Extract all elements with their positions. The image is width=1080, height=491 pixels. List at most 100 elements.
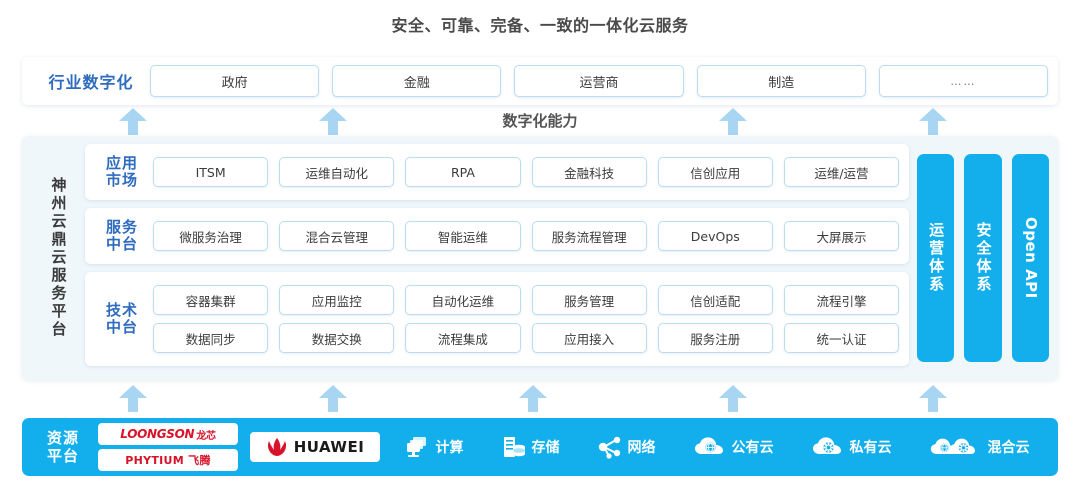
- chip-container-cluster[interactable]: 容器集群: [153, 285, 269, 315]
- chip-automated-ops[interactable]: 自动化运维: [405, 285, 521, 315]
- chip-process-engine[interactable]: 流程引擎: [783, 285, 900, 315]
- resource-item-hybrid-cloud[interactable]: 混合云: [929, 435, 1030, 459]
- up-arrow-icon: [119, 108, 147, 135]
- chip-service-registry[interactable]: 服务注册: [657, 323, 773, 353]
- chip-app-monitoring[interactable]: 应用监控: [279, 285, 395, 315]
- compute-icon: [406, 437, 426, 457]
- chip-rpa[interactable]: RPA: [405, 157, 521, 187]
- huawei-logo-text: HUAWEI: [293, 438, 365, 456]
- chip-process-integration[interactable]: 流程集成: [405, 323, 521, 353]
- tier-service-midplatform: 服务 中台 微服务治理 混合云管理 智能运维 服务流程管理 DevOps 大屏展…: [85, 208, 909, 264]
- chip-large-screen-display[interactable]: 大屏展示: [783, 221, 900, 251]
- up-arrow-icon: [919, 108, 947, 135]
- up-arrow-icon: [319, 108, 347, 135]
- tier-label-line1: 应用: [105, 153, 138, 172]
- resource-item-list: 计算 存储: [380, 418, 1048, 476]
- page-title: 安全、可靠、完备、一致的一体化云服务: [391, 16, 689, 35]
- industry-digitalization-band: 行业数字化 政府 金融 运营商 制造 ……: [22, 57, 1058, 105]
- up-arrow-icon: [719, 108, 747, 135]
- resource-item-network[interactable]: 网络: [597, 435, 656, 459]
- tier-tech-midplatform-label: 技术 中台: [91, 301, 153, 337]
- storage-icon: [503, 437, 525, 457]
- tier-row: 数据同步 数据交换 流程集成 应用接入 服务注册 统一认证: [153, 323, 900, 353]
- phytium-logo-text: PHYTIUM 飞腾: [125, 454, 211, 467]
- platform-tier-list: 应用 市场 ITSM 运维自动化 RPA 金融科技 信创应用 运维/运营 服务 …: [85, 144, 909, 372]
- chip-itsm[interactable]: ITSM: [153, 157, 269, 187]
- resource-item-label: 混合云: [987, 440, 1030, 456]
- chip-data-sync[interactable]: 数据同步: [153, 323, 269, 353]
- industry-cell-more[interactable]: ……: [878, 65, 1049, 97]
- up-arrow-icon: [919, 385, 947, 412]
- private-cloud-icon: [812, 437, 841, 454]
- bottom-arrow-band: [0, 385, 1080, 415]
- chip-ops-operations[interactable]: 运维/运营: [783, 157, 900, 187]
- industry-cell-list: 政府 金融 运营商 制造 ……: [150, 65, 1049, 97]
- chip-intelligent-ops[interactable]: 智能运维: [405, 221, 521, 251]
- resource-item-label: 存储: [531, 440, 560, 456]
- resource-item-compute[interactable]: 计算: [405, 435, 464, 459]
- resource-item-public-cloud[interactable]: 公有云: [693, 435, 774, 459]
- up-arrow-icon: [119, 385, 147, 412]
- chip-service-mgmt[interactable]: 服务管理: [531, 285, 647, 315]
- vertical-bar-operations-system[interactable]: 运营体系: [917, 154, 955, 362]
- cloud-service-platform-panel: 神州云鼎云服务平台 应用 市场 ITSM 运维自动化 RPA 金融科技 信创应用…: [22, 136, 1058, 380]
- chip-vendor-logo-stack: LOONGSON 龙芯 PHYTIUM 飞腾: [98, 423, 238, 471]
- vertical-bar-label: 安全体系: [974, 222, 993, 294]
- industry-cell-finance[interactable]: 金融: [332, 65, 502, 97]
- resource-platform-label: 资源 平台: [32, 429, 94, 465]
- vertical-bar-label: Open API: [1021, 217, 1040, 299]
- hybrid-cloud-icon: [930, 438, 975, 454]
- resource-platform-bar: 资源 平台 LOONGSON 龙芯 PHYTIUM 飞腾 HUAWEI 计算: [22, 418, 1058, 476]
- tier-service-midplatform-label: 服务 中台: [91, 217, 153, 254]
- tier-label-line1: 服务: [105, 217, 138, 236]
- platform-vertical-label-wrap: 神州云鼎云服务平台: [31, 144, 85, 372]
- tier-tech-midplatform-grid: 容器集群 应用监控 自动化运维 服务管理 信创适配 流程引擎 数据同步 数据交换…: [153, 285, 900, 353]
- chip-ops-automation[interactable]: 运维自动化: [279, 157, 395, 187]
- industry-cell-government[interactable]: 政府: [150, 65, 320, 97]
- tier-app-market-label: 应用 市场: [91, 153, 153, 190]
- tier-row: 容器集群 应用监控 自动化运维 服务管理 信创适配 流程引擎: [153, 285, 900, 315]
- tier-row: ITSM 运维自动化 RPA 金融科技 信创应用 运维/运营: [153, 157, 900, 187]
- tier-app-market: 应用 市场 ITSM 运维自动化 RPA 金融科技 信创应用 运维/运营: [85, 144, 909, 200]
- platform-vertical-label: 神州云鼎云服务平台: [49, 177, 68, 339]
- chip-app-access[interactable]: 应用接入: [531, 323, 647, 353]
- chip-xinchuang-adaptation[interactable]: 信创适配: [657, 285, 773, 315]
- industry-cell-manufacturing[interactable]: 制造: [696, 65, 866, 97]
- phytium-logo: PHYTIUM 飞腾: [98, 449, 238, 471]
- tier-service-midplatform-grid: 微服务治理 混合云管理 智能运维 服务流程管理 DevOps 大屏展示: [153, 221, 900, 251]
- vertical-bar-open-api[interactable]: Open API: [1011, 154, 1049, 362]
- chip-fintech[interactable]: 金融科技: [531, 157, 647, 187]
- chip-microservice-governance[interactable]: 微服务治理: [153, 221, 269, 251]
- tier-label-line2: 市场: [105, 171, 138, 189]
- chip-unified-auth[interactable]: 统一认证: [783, 323, 900, 353]
- chip-service-process-mgmt[interactable]: 服务流程管理: [531, 221, 647, 251]
- chip-xinchuang-app[interactable]: 信创应用: [657, 157, 773, 187]
- resource-item-private-cloud[interactable]: 私有云: [811, 435, 892, 459]
- resource-item-label: 计算: [435, 440, 464, 456]
- resource-item-storage[interactable]: 存储: [501, 435, 560, 459]
- tier-tech-midplatform: 技术 中台 容器集群 应用监控 自动化运维 服务管理 信创适配 流程引擎 数据同…: [85, 272, 909, 366]
- resource-item-label: 私有云: [849, 440, 892, 456]
- chip-devops[interactable]: DevOps: [657, 221, 773, 251]
- resource-item-label: 网络: [627, 440, 656, 456]
- chip-hybrid-cloud-mgmt[interactable]: 混合云管理: [279, 221, 395, 251]
- tier-row: 微服务治理 混合云管理 智能运维 服务流程管理 DevOps 大屏展示: [153, 221, 900, 251]
- huawei-petal-icon: [267, 438, 286, 456]
- public-cloud-icon: [694, 437, 723, 454]
- vertical-bar-security-system[interactable]: 安全体系: [964, 154, 1002, 362]
- vertical-bar-list: 运营体系 安全体系 Open API: [909, 144, 1049, 372]
- resource-item-label: 公有云: [731, 440, 774, 456]
- loongson-logo-suffix: 龙芯: [196, 430, 216, 442]
- network-icon: [598, 436, 620, 459]
- tier-label-line2: 中台: [105, 235, 138, 253]
- resource-label-line1: 资源: [46, 429, 79, 447]
- vertical-bar-label: 运营体系: [927, 222, 946, 294]
- resource-label-line2: 平台: [46, 447, 79, 465]
- industry-band-label: 行业数字化: [48, 73, 134, 92]
- up-arrow-icon: [719, 385, 747, 412]
- up-arrow-icon: [519, 385, 547, 412]
- industry-cell-telecom[interactable]: 运营商: [514, 65, 684, 97]
- tier-app-market-grid: ITSM 运维自动化 RPA 金融科技 信创应用 运维/运营: [153, 157, 900, 187]
- top-arrow-band: [0, 108, 1080, 136]
- chip-data-exchange[interactable]: 数据交换: [279, 323, 395, 353]
